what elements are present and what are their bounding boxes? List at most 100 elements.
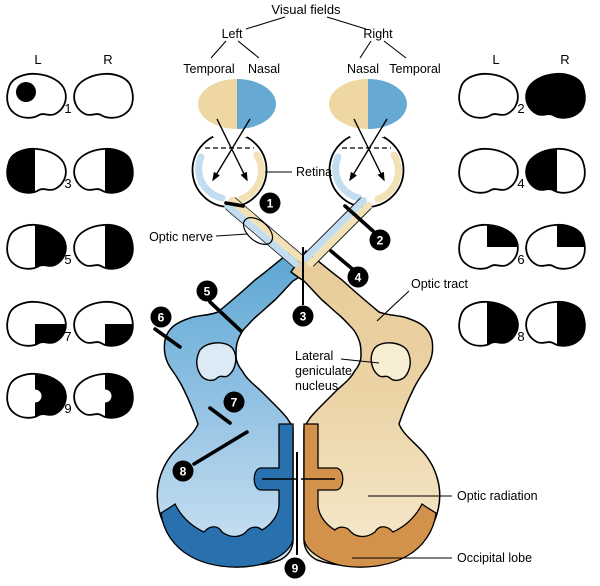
lesion-marker-5-label: 5: [204, 285, 211, 299]
optic-nerve-leader: [215, 233, 249, 237]
optic-tract-label: Optic tract: [411, 277, 468, 291]
lesion-marker-5: 5: [196, 280, 218, 302]
optic-nerve-highlight-oval: [242, 217, 274, 245]
lesion-marker-7: 7: [223, 391, 245, 413]
leader-lines: [215, 171, 452, 559]
lgn-label: Lateral geniculate nucleus: [295, 349, 352, 393]
optic-radiation-label: Optic radiation: [457, 489, 538, 503]
optic-tract-leader: [376, 290, 410, 322]
right-column-header-r: R: [560, 52, 569, 67]
field-pair-9-right-eye: [73, 372, 134, 419]
lesion-markers: 1 2 3 4 5 6 7 8 9: [150, 192, 391, 579]
right-optic-nerve: [302, 197, 372, 267]
field-pair-5-left-eye: [6, 223, 67, 270]
right-eye-top-gap: [350, 126, 384, 137]
lesion-marker-4-label: 4: [355, 271, 362, 285]
left-eye-crossing-arrow: [212, 118, 251, 182]
lesion-marker-7-label: 7: [231, 396, 238, 410]
field-pair-5: 5: [6, 223, 134, 270]
tree-line-left-nasal: [237, 40, 260, 59]
field-pair-8-left-eye: [458, 300, 519, 347]
lesion-tick-4: [329, 249, 358, 274]
field-pair-4-left-eye: [458, 147, 519, 194]
lesion-marker-1: 1: [259, 192, 281, 214]
left-visual-field: [198, 79, 276, 129]
left-column-header-l: L: [34, 52, 41, 67]
field-pair-9: 9: [6, 372, 134, 419]
right-eye-temporal-retina-arc: [374, 151, 402, 203]
field-pair-1-right-eye: [73, 72, 134, 119]
field-pair-9-left-eye: [6, 372, 67, 419]
lesion-marker-9-label: 9: [292, 562, 299, 576]
occipital-lobe-label: Occipital lobe: [457, 551, 532, 565]
lesion-ticks: [153, 201, 375, 555]
field-pair-2-left-eye: [458, 72, 519, 119]
lesion-marker-6: 6: [150, 306, 172, 328]
field-pair-6-right-eye: [525, 223, 586, 270]
lgn-leader: [340, 358, 380, 364]
left-optic-nerve-tan-fibers: [228, 196, 304, 262]
right-eye-crossing-arrow: [349, 118, 388, 182]
field-pair-3-right-eye: [73, 147, 134, 194]
right-nasal-label: Nasal: [347, 62, 379, 76]
lesion-tick-2: [343, 204, 375, 233]
field-pair-1: 1: [6, 72, 134, 119]
lesion-tick-7: [208, 406, 232, 425]
field-pair-3: 3: [6, 147, 134, 194]
left-optic-nerve-blue-fibers: [224, 202, 300, 268]
left-occipital-cortex-rim: [160, 423, 294, 568]
field-pair-8: 8: [458, 300, 586, 347]
lesion-marker-9: 9: [284, 557, 306, 579]
light-path-arrows: [212, 118, 388, 182]
right-column-header-l: L: [492, 52, 499, 67]
left-field-nasal-half: [237, 79, 276, 129]
tree-line-left: [245, 16, 286, 30]
right-field-temporal-half: [368, 79, 407, 129]
right-occipital-cortex-rim: [303, 423, 437, 568]
right-field-label: Right: [363, 27, 393, 41]
lesion-marker-8: 8: [172, 460, 194, 482]
lesion-marker-6-label: 6: [158, 311, 165, 325]
field-pair-6-left-eye: [458, 223, 519, 270]
visual-fields-label: Visual fields: [271, 2, 341, 17]
lesion-tick-8: [192, 430, 249, 466]
field-pair-6: 6: [458, 223, 586, 270]
lesion-tick-5: [208, 300, 243, 333]
field-pair-1-left-eye: [6, 72, 67, 119]
field-pair-5-right-eye: [73, 223, 134, 270]
left-eye-nasal-retina-arc: [237, 151, 265, 203]
left-eye-temporal-retina-arc: [195, 153, 226, 202]
field-pair-4: 4: [458, 147, 586, 194]
lesion-marker-4: 4: [347, 266, 369, 288]
field-pair-5-number: 5: [64, 252, 71, 267]
lesion-marker-1-label: 1: [267, 197, 274, 211]
right-eye-nasal-retina-arc: [332, 153, 363, 202]
tree-line-right-temporal: [383, 40, 407, 59]
field-pair-2-right-eye: [525, 72, 586, 119]
field-pair-7-left-eye: [6, 300, 67, 347]
lesion-tick-6: [153, 327, 182, 349]
lesion-marker-3-label: 3: [300, 310, 307, 324]
left-field-temporal-half: [198, 79, 237, 129]
field-pair-3-number: 3: [64, 176, 71, 191]
field-pair-8-right-eye: [525, 300, 586, 347]
field-pair-1-number: 1: [64, 101, 71, 116]
field-pair-2: 2: [458, 72, 586, 119]
optic-nerve-label: Optic nerve: [149, 230, 213, 244]
lesion-marker-2: 2: [369, 229, 391, 251]
lgn-label-line2: geniculate: [295, 364, 352, 378]
field-pair-2-number: 2: [517, 101, 524, 116]
left-field-defect-column: L R 1 3 5 7 9: [6, 52, 134, 419]
field-pair-7: 7: [6, 300, 134, 347]
field-pair-4-number: 4: [517, 176, 524, 191]
right-visual-field: [329, 79, 407, 129]
retina-label: Retina: [296, 165, 332, 179]
left-field-label: Left: [222, 27, 243, 41]
right-optic-nerve-blue-fibers: [302, 197, 367, 262]
left-lateral-geniculate-nucleus: [196, 342, 237, 382]
tree-line-right: [326, 16, 367, 30]
tree-line-right-nasal: [359, 40, 372, 59]
left-temporal-label: Temporal: [183, 62, 234, 76]
